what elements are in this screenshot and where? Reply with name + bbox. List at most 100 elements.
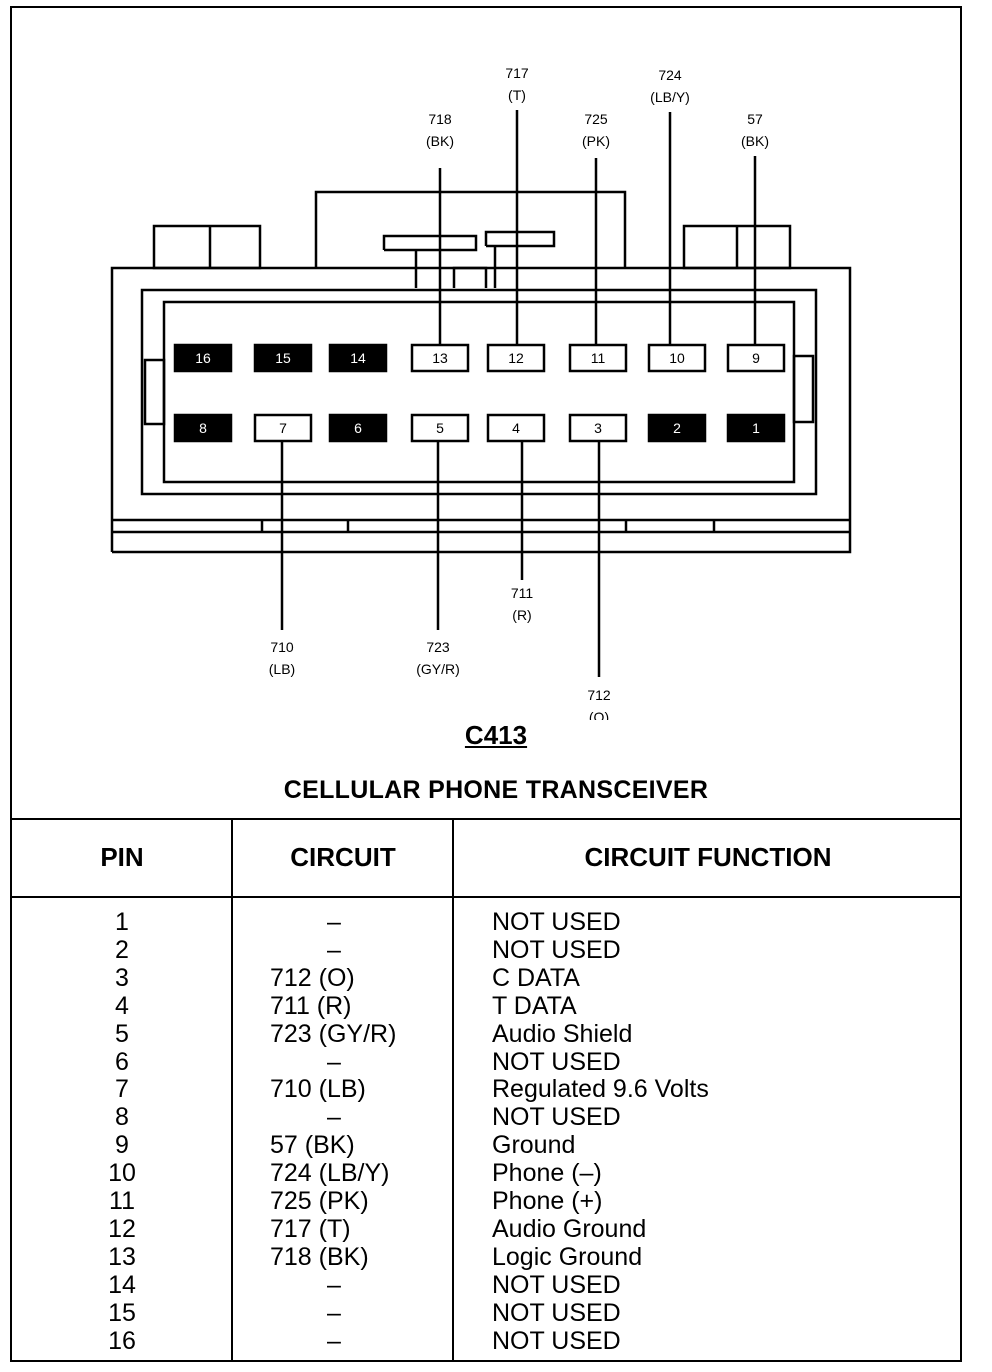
pin-number: 11 <box>591 350 606 366</box>
table-row: 16–NOT USED <box>0 1327 992 1355</box>
pin-box <box>173 343 233 373</box>
row-pin: 6 <box>115 1047 129 1076</box>
pin-box <box>647 413 707 443</box>
row-pin: 1 <box>115 908 129 936</box>
pin-cavity-4: 4 <box>486 413 546 443</box>
wire-color-label: (BK) <box>741 133 769 149</box>
pin-box <box>410 413 470 443</box>
pin-number: 13 <box>432 350 448 366</box>
pin-cavity-14: 14 <box>328 343 388 373</box>
table-column-divider <box>452 820 454 1362</box>
pin-cavity-16: 16 <box>173 343 233 373</box>
pin-box <box>328 413 388 443</box>
wire-circuit-label: 711 <box>511 585 534 601</box>
table-header-rule <box>12 896 962 898</box>
row-circuit: 724 (LB/Y) <box>270 1159 390 1188</box>
header-circuit: CIRCUIT <box>290 842 396 872</box>
row-pin: 11 <box>109 1187 135 1215</box>
row-function: NOT USED <box>492 1103 621 1132</box>
row-pin: 8 <box>115 1103 129 1132</box>
row-function: Ground <box>492 1131 576 1160</box>
row-circuit: – <box>327 1270 341 1299</box>
row-function: NOT USED <box>492 1298 621 1327</box>
row-function: NOT USED <box>492 1270 621 1299</box>
pin-number: 6 <box>354 420 362 436</box>
row-function: Audio Ground <box>492 1214 647 1243</box>
pin-box <box>486 413 546 443</box>
wire-color-label: (LB) <box>269 661 295 677</box>
row-function: Logic Ground <box>492 1242 643 1271</box>
row-function: NOT USED <box>492 908 621 936</box>
pin-number: 3 <box>594 420 602 436</box>
row-circuit: – <box>327 908 341 936</box>
row-function: Audio Shield <box>492 1019 633 1048</box>
connector-name-title: CELLULAR PHONE TRANSCEIVER <box>283 776 709 804</box>
row-pin: 7 <box>115 1075 129 1104</box>
row-circuit: – <box>327 1103 341 1132</box>
row-pin: 12 <box>108 1214 136 1243</box>
pin-box <box>568 343 628 373</box>
row-pin: 16 <box>108 1326 136 1355</box>
pin-box <box>647 343 707 373</box>
connector-id-title: C413 <box>464 720 528 750</box>
wire-circuit-label: 57 <box>747 111 763 127</box>
pin-box <box>486 343 546 373</box>
table-row: 14–NOT USED <box>0 1271 992 1299</box>
pin-cavity-11: 11 <box>568 343 628 373</box>
row-pin: 10 <box>108 1159 136 1188</box>
page-frame <box>10 6 962 1362</box>
pin-cavity-9: 9 <box>726 343 786 373</box>
wire-circuit-label: 710 <box>270 639 294 655</box>
wire-color-label: (GY/R) <box>416 661 460 677</box>
table-row: 6 – NOT USED <box>0 1048 992 1076</box>
pin-cavity-5: 5 <box>410 413 470 443</box>
table-row: 10 724 (LB/Y) Phone (–) <box>0 1159 992 1187</box>
pin-number: 2 <box>673 420 681 436</box>
wire-circuit-label: 725 <box>584 111 608 127</box>
wire-layer: 718(BK)717(T)725(PK)724(LB/Y)57(BK)710(L… <box>269 65 769 720</box>
row-pin: 4 <box>115 991 129 1020</box>
row-circuit: – <box>327 935 341 964</box>
row-pin: 3 <box>115 963 129 992</box>
wire-color-label: (PK) <box>582 133 610 149</box>
row-function: Phone (–) <box>492 1159 602 1188</box>
pin-cavity-6: 6 <box>328 413 388 443</box>
pin-cavity-3: 3 <box>568 413 628 443</box>
connector-housing <box>110 190 852 554</box>
row-circuit: – <box>327 1298 341 1327</box>
pin-number: 7 <box>279 420 287 436</box>
header-circuit-function: CIRCUIT FUNCTION <box>584 842 832 872</box>
pin-box <box>726 413 786 443</box>
pin-cavity-10: 10 <box>647 343 707 373</box>
header-pin: PIN <box>100 842 144 872</box>
pin-number: 16 <box>195 350 211 366</box>
table-row: 15–NOT USED <box>0 1299 992 1327</box>
table-row: 8 – NOT USED <box>0 1103 992 1131</box>
pin-cavity-7: 7 <box>253 413 313 443</box>
pin-number: 8 <box>199 420 207 436</box>
row-circuit: 723 (GY/R) <box>270 1019 397 1048</box>
pin-box <box>173 413 233 443</box>
row-pin: 5 <box>115 1019 129 1048</box>
wire-circuit-label: 724 <box>658 67 682 83</box>
pin-number: 14 <box>350 350 366 366</box>
row-circuit: 725 (PK) <box>270 1187 369 1215</box>
row-pin: 13 <box>108 1242 136 1271</box>
row-function: NOT USED <box>492 1047 621 1076</box>
row-circuit: 712 (O) <box>270 963 355 992</box>
row-pin: 9 <box>115 1131 129 1160</box>
row-function: T DATA <box>492 991 577 1020</box>
pin-cavity-2: 2 <box>647 413 707 443</box>
pin-cavity-8: 8 <box>173 413 233 443</box>
row-pin: 2 <box>115 935 129 964</box>
pin-cavity-12: 12 <box>486 343 546 373</box>
row-circuit: – <box>327 1047 341 1076</box>
table-row: 1 – NOT USED <box>0 908 992 936</box>
wire-color-label: (T) <box>508 87 526 103</box>
pin-cavity-13: 13 <box>410 343 470 373</box>
pin-number: 1 <box>752 420 760 436</box>
